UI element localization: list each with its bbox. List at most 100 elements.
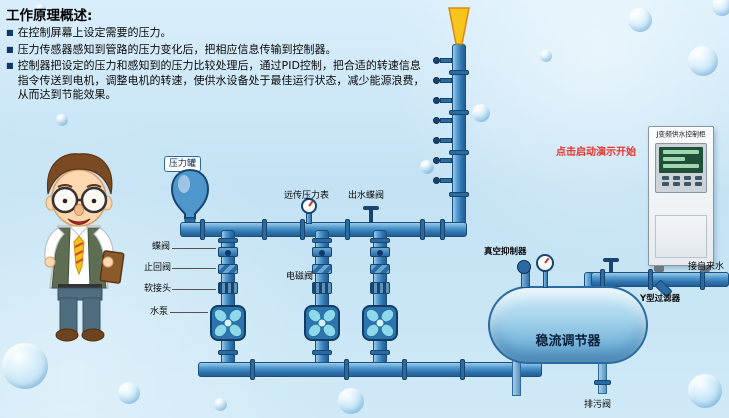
cabinet-foot bbox=[700, 266, 710, 272]
pipe-flange bbox=[460, 359, 465, 380]
pressure-tank-icon bbox=[170, 168, 210, 226]
bubble-decoration bbox=[56, 114, 68, 126]
bubble-decoration bbox=[472, 104, 490, 122]
butterfly-valve-label: 蝶阀 bbox=[152, 242, 171, 252]
pipe-flange bbox=[648, 269, 653, 290]
floor-tap-valve-icon bbox=[433, 137, 440, 144]
floor-tap-valve-icon bbox=[433, 177, 440, 184]
flexible-joint-icon bbox=[312, 282, 332, 294]
remote-gauge-label: 远传压力表 bbox=[284, 191, 330, 201]
leader-line bbox=[172, 248, 216, 249]
frequency-control-cabinet: J变频供水控制柜 bbox=[648, 126, 714, 266]
bubble-decoration bbox=[2, 343, 48, 389]
bubble-decoration bbox=[628, 8, 652, 32]
butterfly-valve-icon bbox=[312, 247, 332, 257]
drain-valve-icon bbox=[594, 380, 611, 385]
flexible-joint-label: 软接头 bbox=[144, 284, 172, 294]
floor-tap-stub bbox=[440, 138, 452, 143]
bubble-decoration bbox=[118, 382, 140, 404]
flow-regulator-tank: 稳流调节器 bbox=[488, 286, 648, 364]
bullet-marker: ■ bbox=[6, 44, 14, 54]
bubble-decoration bbox=[688, 46, 718, 76]
bullet-marker: ■ bbox=[6, 61, 14, 71]
pipe-flange bbox=[250, 359, 255, 380]
flexible-joint-icon bbox=[218, 282, 238, 294]
pipe-flange bbox=[262, 219, 267, 240]
pipe-flange bbox=[449, 150, 469, 155]
outlet-valve-stem bbox=[369, 209, 373, 223]
floor-tap-valve-icon bbox=[433, 117, 440, 124]
pipe-flange bbox=[370, 238, 390, 243]
suction-manifold-pipe bbox=[198, 362, 542, 377]
page-title: 工作原理概述: bbox=[6, 8, 93, 24]
water-pump-icon bbox=[210, 305, 246, 341]
solenoid-valve-label: 电磁阀 bbox=[286, 272, 314, 282]
flow-regulator-label: 稳流调节器 bbox=[535, 334, 601, 349]
leader-line bbox=[306, 273, 314, 274]
controller-display bbox=[659, 147, 703, 173]
start-demo-button[interactable]: 点击启动演示开始 bbox=[556, 147, 636, 158]
roof-nozzle-icon bbox=[448, 7, 470, 45]
inlet-valve-stem bbox=[609, 261, 613, 273]
check-valve-icon bbox=[312, 264, 332, 274]
pipe-flange bbox=[312, 350, 332, 355]
y-filter-label: Y型过滤器 bbox=[640, 294, 681, 304]
cabinet-door-panel bbox=[655, 215, 707, 258]
cabinet-foot bbox=[654, 266, 664, 272]
bubble-decoration bbox=[540, 50, 552, 62]
controller-buttons bbox=[659, 176, 703, 186]
pipe-flange bbox=[300, 219, 305, 240]
bullet-marker: ■ bbox=[6, 28, 14, 37]
pipe-flange bbox=[345, 219, 350, 240]
remote-pressure-gauge-icon bbox=[301, 198, 317, 214]
bubble-decoration bbox=[420, 160, 434, 174]
pipe-flange bbox=[449, 192, 469, 197]
water-pump-label: 水泵 bbox=[150, 307, 169, 317]
water-pump-icon bbox=[304, 305, 340, 341]
pipe-flange bbox=[344, 359, 349, 380]
pipe-flange bbox=[218, 238, 238, 243]
cartoon-engineer-illustration bbox=[44, 153, 125, 342]
pipe-flange bbox=[440, 219, 445, 240]
outlet-valve-label: 出水蝶阀 bbox=[348, 191, 385, 201]
bullet-text: 压力传感器感知到管路的压力变化后，把相应信息传输到控制器。 bbox=[17, 42, 337, 56]
vacuum-suppressor-label: 真空抑制器 bbox=[484, 247, 527, 257]
check-valve-icon bbox=[370, 264, 390, 274]
pipe-flange bbox=[449, 110, 469, 115]
gauge-stem bbox=[543, 270, 548, 288]
flexible-joint-icon bbox=[370, 282, 390, 294]
floor-tap-stub bbox=[440, 158, 452, 163]
check-valve-label: 止回阀 bbox=[144, 263, 172, 273]
drain-valve-label: 排污阀 bbox=[584, 400, 612, 410]
bubble-decoration bbox=[36, 4, 46, 14]
floor-tap-valve-icon bbox=[433, 77, 440, 84]
overview-text-block: 工作原理概述: ■ 在控制屏幕上设定需要的压力。 ■ 压力传感器感知到管路的压力… bbox=[6, 4, 430, 103]
outlet-valve-handle-icon bbox=[363, 206, 379, 210]
bubble-decoration bbox=[688, 374, 722, 408]
leader-line bbox=[172, 289, 216, 290]
floor-tap-stub bbox=[440, 98, 452, 103]
bubble-decoration bbox=[214, 398, 227, 411]
floor-tap-stub bbox=[440, 178, 452, 183]
tap-water-label: 接自来水 bbox=[688, 262, 725, 272]
floor-tap-stub bbox=[440, 58, 452, 63]
pipe-flange bbox=[420, 219, 425, 240]
leader-line bbox=[172, 268, 216, 269]
pipe-flange bbox=[312, 238, 332, 243]
floor-tap-valve-icon bbox=[433, 97, 440, 104]
floor-tap-stub bbox=[440, 78, 452, 83]
cabinet-title-label: J变频供水控制柜 bbox=[656, 130, 706, 139]
pipe-flange bbox=[700, 269, 705, 290]
leader-line bbox=[170, 312, 208, 313]
controller-panel bbox=[655, 143, 707, 193]
bullet-item: ■ 压力传感器感知到管路的压力变化后，把相应信息传输到控制器。 bbox=[6, 43, 430, 58]
butterfly-valve-icon bbox=[370, 247, 390, 257]
floor-tap-stub bbox=[440, 118, 452, 123]
tank-pressure-gauge-icon bbox=[536, 254, 554, 272]
pipe-flange bbox=[218, 350, 238, 355]
check-valve-icon bbox=[218, 264, 238, 274]
bullet-item: ■ 在控制屏幕上设定需要的压力。 bbox=[6, 26, 430, 41]
floor-tap-valve-icon bbox=[433, 57, 440, 64]
pipe-flange bbox=[200, 219, 205, 240]
